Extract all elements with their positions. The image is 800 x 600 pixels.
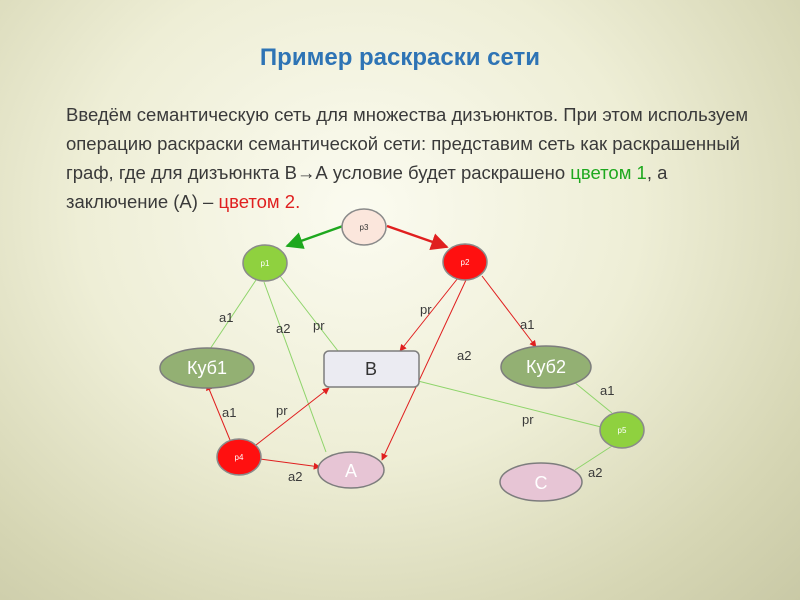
slide-title: Пример раскраски сети	[259, 44, 541, 71]
edge-p3-p1	[285, 224, 344, 249]
node-kub1-label: Куб1	[187, 358, 227, 378]
node-kub2: Куб2	[500, 345, 592, 389]
edge-p4-kub1	[206, 383, 231, 441]
edge-p1-b	[279, 275, 339, 352]
text-part-2: , а заключение (А) –	[66, 162, 668, 212]
node-c-label: C	[535, 473, 548, 493]
edge-label-p1-b: pr	[313, 318, 325, 333]
node-p3-label: p3	[360, 223, 369, 232]
edge-p4-a	[259, 458, 321, 470]
edge-label-p2-kub2: a1	[520, 317, 534, 332]
edge-p1-kub1	[207, 279, 257, 353]
edge-label-p4-a: a2	[288, 469, 302, 484]
node-a-label: A	[345, 461, 357, 481]
node-p1-label: p1	[261, 259, 270, 268]
edge-p2-kub2	[481, 275, 537, 348]
edge-label-p2-b: pr	[420, 302, 432, 317]
edge-label-p1-a: a2	[276, 321, 290, 336]
node-p5-label: p5	[618, 426, 627, 435]
edge-p4-b	[255, 387, 330, 446]
edge-p2-a	[381, 279, 467, 461]
node-p4: p4	[216, 438, 262, 476]
edge-p5-c	[574, 445, 613, 471]
edge-p5-b	[417, 380, 602, 428]
node-b: B	[323, 350, 420, 388]
node-p5: p5	[599, 411, 645, 449]
slide-text: Введём семантическую сеть для множества …	[66, 100, 766, 216]
edge-p2-b	[399, 277, 459, 352]
edge-label-p2-a: a2	[457, 348, 471, 363]
node-p2-label: p2	[461, 258, 470, 267]
node-kub2-label: Куб2	[526, 357, 566, 377]
node-b-label: B	[365, 359, 377, 379]
text-color-2: цветом 2.	[218, 191, 301, 212]
text-part-1: Введём семантическую сеть для множества …	[66, 104, 749, 183]
edge-label-p1-kub1: a1	[219, 310, 233, 325]
node-p1: p1	[242, 244, 288, 282]
node-p2: p2	[442, 243, 488, 281]
node-p3: p3	[341, 208, 387, 246]
edge-label-p5-kub2: a1	[600, 383, 614, 398]
edge-p3-p2	[386, 224, 449, 251]
edge-p1-a	[263, 281, 327, 453]
node-p4-label: p4	[235, 453, 244, 462]
edge-label-p4-b: pr	[276, 403, 288, 418]
node-a: A	[317, 451, 385, 489]
text-color-1: цветом 1	[570, 162, 647, 183]
edge-label-p4-kub1: a1	[222, 405, 236, 420]
edge-label-p5-c: a2	[588, 465, 602, 480]
node-kub1: Куб1	[159, 347, 255, 389]
node-c: C	[499, 462, 583, 502]
edge-p5-kub2	[573, 381, 613, 414]
edge-label-p5-b: pr	[522, 412, 534, 427]
